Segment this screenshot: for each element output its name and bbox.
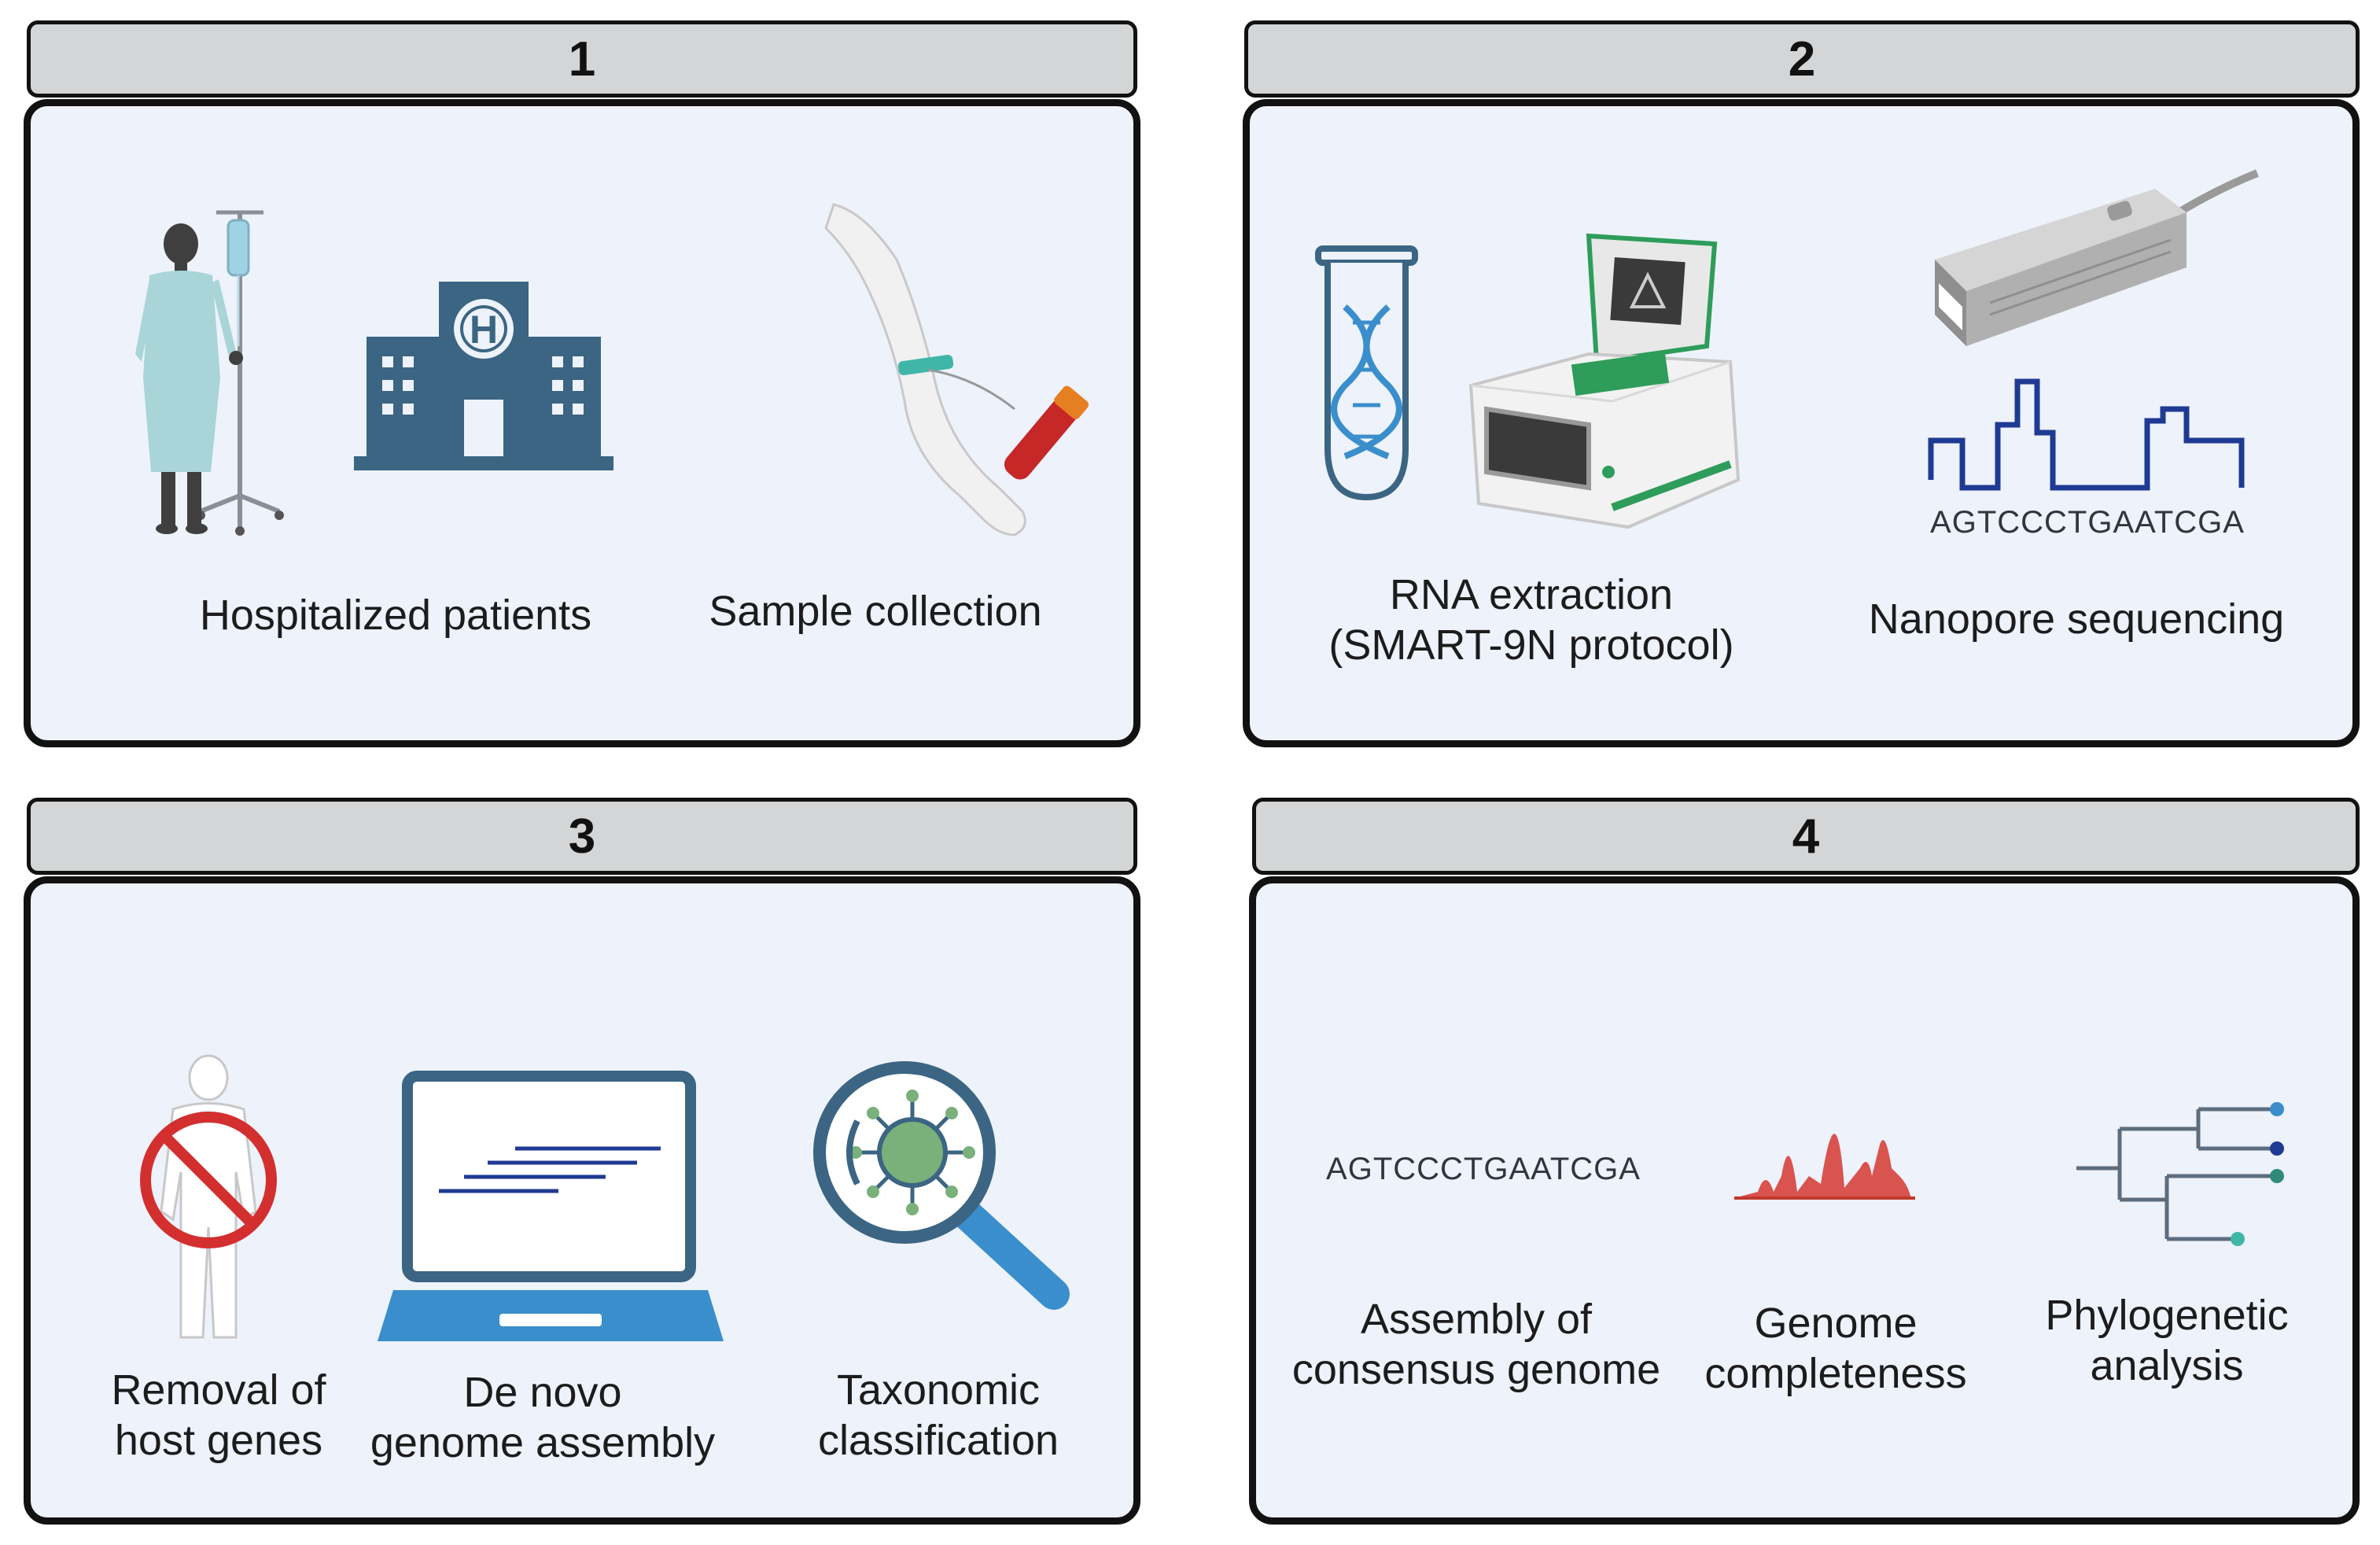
removal-line2: host genes xyxy=(114,1417,323,1464)
genome-completeness-chart-icon xyxy=(1734,1134,1915,1200)
hospitalized-patients-label: Hospitalized patients xyxy=(199,592,592,639)
svg-text:H: H xyxy=(470,308,498,352)
panel-4-tab: 4 xyxy=(1252,798,2360,875)
taxonomic-classification-label: Taxonomic classification xyxy=(818,1365,1059,1466)
patient-iv-icon xyxy=(135,210,284,536)
laptop-icon xyxy=(378,1071,724,1341)
consensus-genome-label: Assembly of consensus genome xyxy=(1292,1294,1660,1395)
panel-2-number: 2 xyxy=(1788,31,1816,87)
de-novo-assembly-label: De novo genome assembly xyxy=(370,1367,715,1468)
phylogenetic-tree-icon xyxy=(2076,1102,2284,1246)
nanopore-device-icon xyxy=(1935,169,2259,346)
denovo-line2: genome assembly xyxy=(370,1419,716,1466)
removal-host-genes-label: Removal of host genes xyxy=(111,1365,326,1466)
panel-4-number: 4 xyxy=(1792,809,1820,864)
phylogenetic-analysis-label: Phylogenetic analysis xyxy=(2045,1290,2288,1391)
genome-completeness-label: Genome completeness xyxy=(1704,1298,1966,1399)
sequencing-trace-icon xyxy=(1928,378,2245,491)
assembly-line2: consensus genome xyxy=(1291,1346,1661,1393)
panel-4 xyxy=(1249,876,2360,1525)
consensus-sequence-text: AGTCCCTGAATCGA xyxy=(1326,1152,1641,1186)
removal-line1: Removal of xyxy=(111,1366,326,1414)
assembly-line1: Assembly of xyxy=(1360,1296,1593,1343)
phylo-line1: Phylogenetic xyxy=(2045,1292,2289,1339)
no-host-icon xyxy=(140,1054,277,1339)
rna-extraction-line2: (SMART-9N protocol) xyxy=(1328,621,1734,669)
nanopore-sequencing-label: Nanopore sequencing xyxy=(1868,596,2285,643)
completeness-line1: Genome xyxy=(1754,1300,1918,1347)
phylo-line2: analysis xyxy=(2090,1342,2244,1389)
pcr-machine-icon xyxy=(1468,233,1741,529)
nanopore-sequence-text: AGTCCCTGAATCGA xyxy=(1930,505,2245,540)
panel-3-number: 3 xyxy=(568,809,596,864)
virus-magnifier-icon xyxy=(813,1061,1070,1310)
panel-2-tab: 2 xyxy=(1244,20,2360,98)
rna-extraction-line1: RNA extraction xyxy=(1389,571,1674,618)
blood-draw-arm-icon xyxy=(824,203,1089,537)
hospital-icon: H xyxy=(354,282,613,470)
dna-test-tube-icon xyxy=(1315,245,1418,501)
taxo-line2: classification xyxy=(817,1417,1059,1464)
sample-collection-label: Sample collection xyxy=(709,588,1042,635)
taxo-line1: Taxonomic xyxy=(836,1366,1041,1414)
panel-3-tab: 3 xyxy=(27,798,1137,875)
completeness-line2: completeness xyxy=(1704,1350,1967,1397)
panel-1-number: 1 xyxy=(568,31,596,87)
denovo-line1: De novo xyxy=(463,1369,622,1416)
rna-extraction-label: RNA extraction (SMART-9N protocol) xyxy=(1328,570,1733,670)
panel-1-tab: 1 xyxy=(27,20,1137,98)
